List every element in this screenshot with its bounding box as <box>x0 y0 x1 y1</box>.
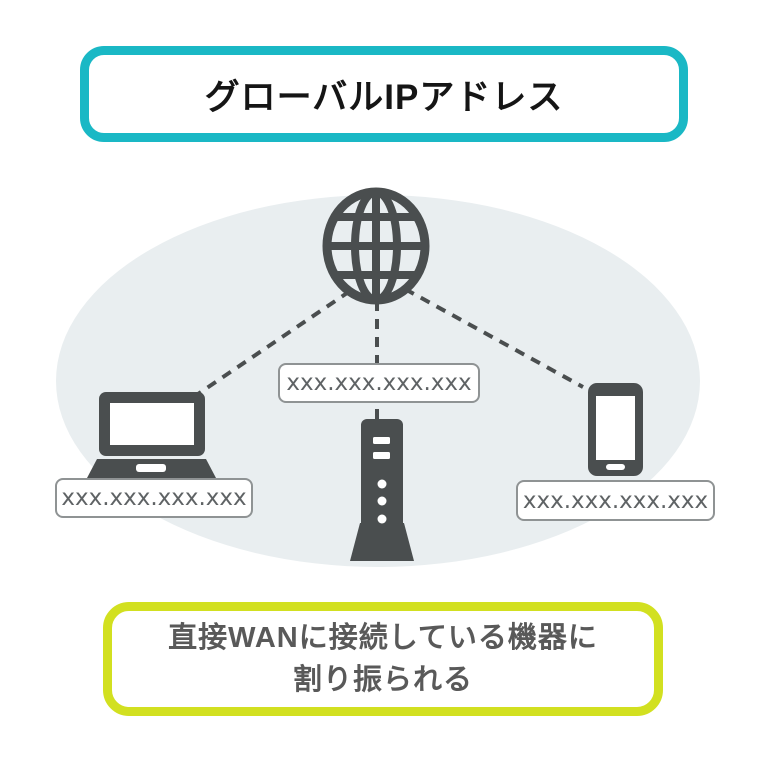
router-icon <box>350 419 414 561</box>
ip-label-laptop: xxx.xxx.xxx.xxx <box>55 478 253 518</box>
page-title: グローバルIPアドレス <box>204 77 564 117</box>
link-globe-laptop <box>196 289 352 396</box>
ip-label-phone-text: xxx.xxx.xxx.xxx <box>522 487 709 514</box>
footer-note-line2: 割り振られる <box>292 664 473 696</box>
laptop-icon <box>87 392 216 478</box>
ip-label-router: xxx.xxx.xxx.xxx <box>278 363 480 403</box>
smartphone-icon <box>588 383 643 476</box>
ip-label-phone: xxx.xxx.xxx.xxx <box>516 480 715 521</box>
footer-note-line1: 直接WANに接続している機器に <box>168 621 598 654</box>
ip-label-router-text: xxx.xxx.xxx.xxx <box>286 370 472 396</box>
title-box: グローバルIPアドレス <box>80 46 688 142</box>
link-globe-phone <box>404 287 584 389</box>
footer-note-box: 直接WANに接続している機器に 割り振られる <box>103 602 663 716</box>
ip-label-laptop-text: xxx.xxx.xxx.xxx <box>61 485 247 511</box>
globe-icon <box>322 187 430 305</box>
